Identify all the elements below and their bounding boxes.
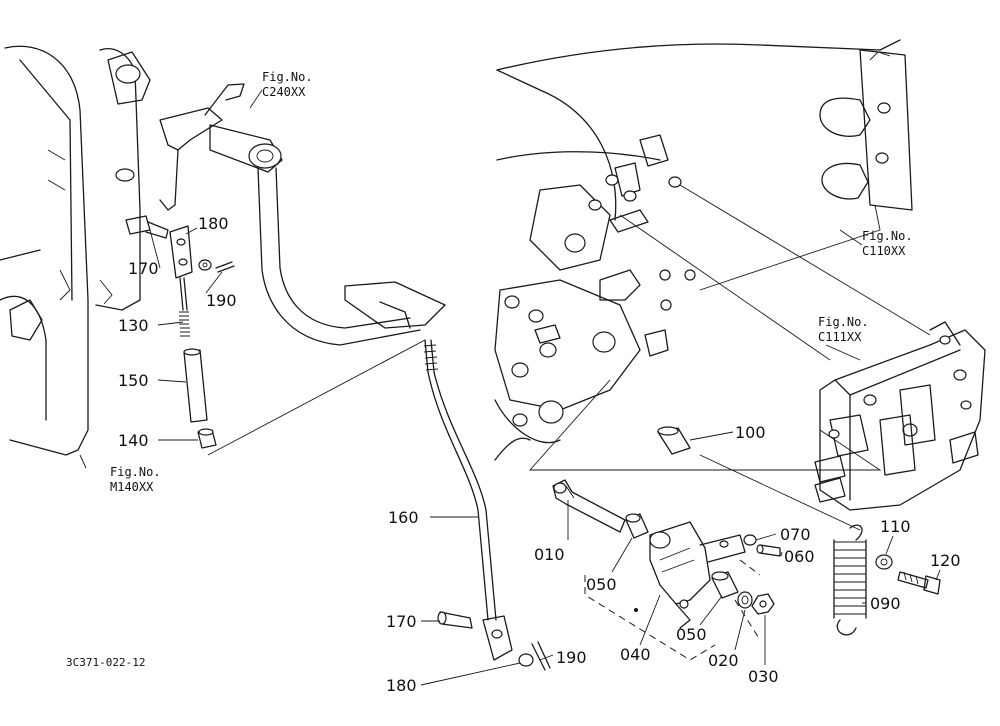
spring-090 [833,524,867,636]
callout-170-upper: 170 [128,259,159,278]
fig-ref-code-c111: C111XX [818,330,862,344]
fig-ref-label-c240: Fig.No. [262,70,313,84]
callout-150: 150 [118,371,149,390]
callout-140: 140 [118,431,149,450]
callout-060: 060 [784,547,815,566]
callout-100: 100 [735,423,766,442]
callout-190-upper: 190 [206,291,237,310]
control-valve [814,321,986,511]
fig-ref-code-c240: C240XX [262,85,306,99]
washer-020 [737,591,753,609]
pedal-arm [159,83,446,346]
bolt-120 [897,571,941,595]
washer-110 [875,554,893,570]
callout-070: 070 [780,525,811,544]
drawing-code: 3C371-022-12 [66,656,145,669]
callout-010: 010 [534,545,565,564]
callout-110: 110 [880,517,911,536]
callout-180-lower: 180 [386,676,417,695]
fig-ref-code-c110: C110XX [862,244,906,258]
collar-050-lower [711,571,739,599]
transmission-case [494,39,901,461]
pushrod-assembly [125,215,235,449]
callout-050-lower: 050 [676,625,707,644]
callout-030: 030 [748,667,779,686]
fig-ref-label-c111: Fig.No. [818,315,869,329]
collar-050-upper [625,513,649,539]
fig-ref-label-c110: Fig.No. [862,229,913,243]
callout-160: 160 [388,508,419,527]
fig-ref-code-m140: M140XX [110,480,154,494]
leader-lines [79,89,941,686]
shaft-010 [552,479,626,533]
long-rod-160 [423,339,551,671]
callout-020: 020 [708,651,739,670]
lever-040 [634,521,746,629]
right-bracket [699,49,913,291]
washer-070 [743,534,757,546]
bushing-100 [657,426,691,455]
callout-120: 120 [930,551,961,570]
pin-060 [756,544,781,557]
nut-030 [751,593,775,615]
callout-130: 130 [118,316,149,335]
assembly-group-outline [584,575,716,661]
callout-040: 040 [620,645,651,664]
callout-050-upper: 050 [586,575,617,594]
fig-ref-label-m140: Fig.No. [110,465,161,479]
frame-housing [0,45,151,456]
callout-090: 090 [870,594,901,613]
callout-180-upper: 180 [198,214,229,233]
callout-170-lower: 170 [386,612,417,631]
callout-190-lower: 190 [556,648,587,667]
